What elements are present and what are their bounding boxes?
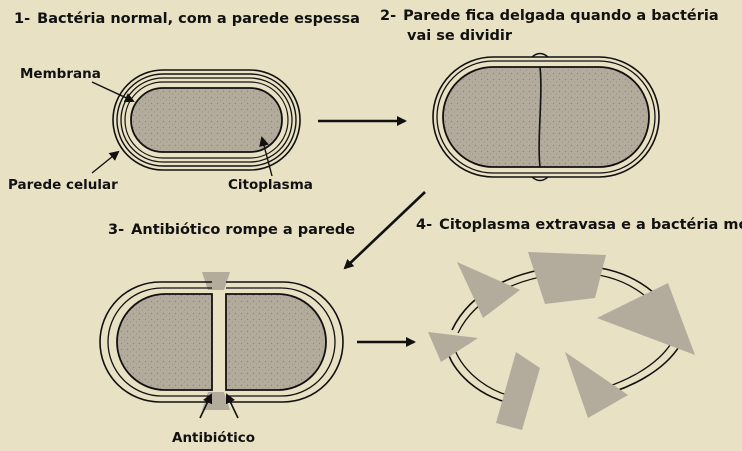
bacterium-wall-broken [100, 272, 343, 418]
step-1-text: Bactéria normal, com a parede espessa [37, 11, 360, 27]
step-3-caption: 3- Antibiótico rompe a parede [108, 222, 355, 238]
bacterium-dying [428, 252, 695, 430]
step-4-text: Citoplasma extravasa e a bactéria morre [439, 217, 742, 233]
antibiotic-wedge-bottom [202, 392, 230, 410]
step-1-number: 1- [14, 11, 30, 27]
cytoplasm-fragment-3 [597, 283, 695, 355]
antibiotic-wedge-top [202, 272, 230, 290]
label-parede-celular: Parede celular [8, 177, 118, 193]
step-4-number: 4- [416, 217, 432, 233]
label-membrana: Membrana [20, 66, 101, 82]
step-2-text-line2: vai se dividir [407, 28, 512, 44]
cytoplasm-normal [131, 88, 282, 152]
step-2-text-line1: Parede fica delgada quando a bactéria [403, 8, 718, 24]
step-2-caption-line2: vai se dividir [407, 28, 512, 44]
cytoplasm-fragment-5 [496, 352, 540, 430]
leader-parede-celular [92, 152, 118, 173]
bacterium-dividing [433, 54, 659, 181]
cytoplasm-fragment-1 [457, 262, 520, 318]
arrow-step2-to-step3 [345, 192, 425, 268]
bacterium-normal [113, 70, 300, 170]
cytoplasm-right-half [226, 294, 326, 390]
cytoplasm-fragment-4 [428, 332, 478, 362]
cytoplasm-fragment-6 [565, 352, 628, 418]
cytoplasm-fragment-2 [528, 252, 606, 304]
label-antibiotico: Antibiótico [172, 430, 255, 446]
step-4-caption: 4- Citoplasma extravasa e a bactéria mor… [416, 217, 742, 233]
step-3-number: 3- [108, 222, 124, 238]
cytoplasm-left-half [117, 294, 212, 390]
cytoplasm-dividing [443, 67, 649, 167]
label-citoplasma: Citoplasma [228, 177, 313, 193]
step-2-caption: 2- Parede fica delgada quando a bactéria [380, 8, 719, 24]
step-1-caption: 1- Bactéria normal, com a parede espessa [14, 11, 360, 27]
step-2-number: 2- [380, 8, 396, 24]
step-3-text: Antibiótico rompe a parede [131, 222, 355, 238]
